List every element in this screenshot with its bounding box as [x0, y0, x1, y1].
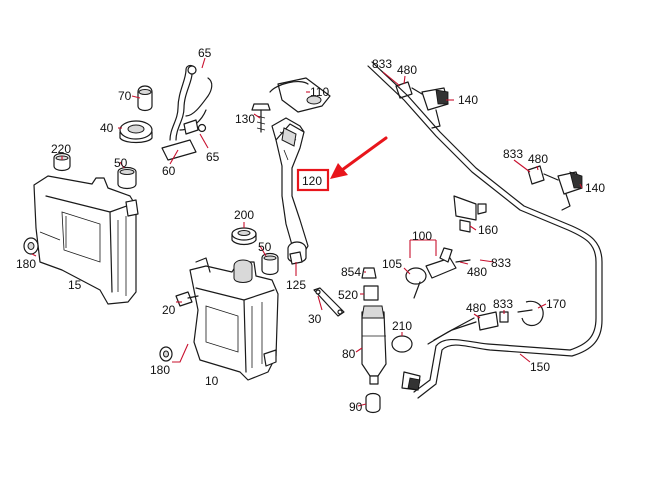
- label-15: 15: [68, 278, 82, 292]
- label-120: 120: [302, 174, 322, 188]
- part-15-reservoir: [33, 175, 139, 305]
- label-833c: 833: [491, 256, 511, 270]
- part-10-reservoir: [189, 257, 279, 381]
- part-50b-grommet: [261, 252, 279, 276]
- part-125-clip: [289, 251, 303, 265]
- part-160-valve: [453, 195, 487, 233]
- label-70: 70: [118, 89, 132, 103]
- label-180b: 180: [150, 363, 170, 377]
- label-140b: 140: [585, 181, 605, 195]
- label-220: 220: [51, 142, 71, 156]
- part-30-bracket: [313, 287, 345, 317]
- label-200: 200: [234, 208, 254, 222]
- label-60: 60: [162, 164, 176, 178]
- label-833a: 833: [372, 57, 392, 71]
- part-854-connector: [361, 267, 377, 279]
- part-180a-washer: [23, 237, 39, 255]
- part-100-assembly: [405, 247, 471, 299]
- label-65a: 65: [198, 46, 212, 60]
- label-854: 854: [341, 265, 361, 279]
- label-40: 40: [100, 121, 114, 135]
- part-170-clip: [517, 300, 544, 327]
- highlight-box: [296, 168, 330, 192]
- label-125: 125: [286, 278, 306, 292]
- label-105: 105: [382, 257, 402, 271]
- label-140a: 140: [458, 93, 478, 107]
- part-150-hose: [367, 61, 603, 399]
- label-480d: 480: [466, 301, 486, 315]
- highlight-120: 120: [296, 136, 388, 192]
- part-210-grommet: [391, 335, 413, 353]
- label-100: 100: [412, 229, 432, 243]
- part-130-screw: [251, 103, 271, 133]
- label-833d: 833: [493, 297, 513, 311]
- part-80-pump: [361, 305, 387, 385]
- label-80: 80: [342, 347, 356, 361]
- leader-lines: [31, 57, 583, 407]
- part-40-seal: [119, 120, 153, 144]
- label-110: 110: [310, 85, 329, 99]
- label-90: 90: [349, 400, 363, 414]
- label-50b: 50: [258, 240, 272, 254]
- part-140b-nozzle: [527, 165, 583, 211]
- label-210: 210: [392, 319, 412, 333]
- label-160: 160: [478, 223, 498, 237]
- label-170: 170: [546, 297, 566, 311]
- label-65b: 65: [206, 150, 220, 164]
- arrow-head-icon: [330, 163, 348, 179]
- part-70-grommet: [137, 85, 153, 112]
- label-480b: 480: [528, 152, 548, 166]
- label-480c: 480: [467, 265, 487, 279]
- part-520-seal: [363, 285, 379, 301]
- label-180a: 180: [16, 257, 36, 271]
- part-50a-grommet: [117, 166, 137, 190]
- label-150: 150: [530, 360, 550, 374]
- label-10: 10: [205, 374, 219, 388]
- part-140a-nozzle: [395, 81, 449, 129]
- part-labels: 65 110 833 480 70 140 40 130 65 220 50 6…: [16, 46, 605, 414]
- label-520: 520: [338, 288, 358, 302]
- part-90-grommet: [365, 392, 381, 414]
- part-200-seal: [231, 227, 257, 246]
- part-480d-connector: [477, 311, 509, 331]
- label-833b: 833: [503, 147, 523, 161]
- highlight-arrow: [340, 136, 388, 172]
- label-30: 30: [308, 312, 322, 326]
- label-20: 20: [162, 303, 176, 317]
- part-180b-washer: [159, 346, 173, 362]
- part-110-cap: [269, 77, 331, 113]
- label-50a: 50: [114, 156, 128, 170]
- label-480a: 480: [397, 63, 417, 77]
- part-60-hose-assembly: [161, 64, 213, 161]
- label-130: 130: [235, 112, 255, 126]
